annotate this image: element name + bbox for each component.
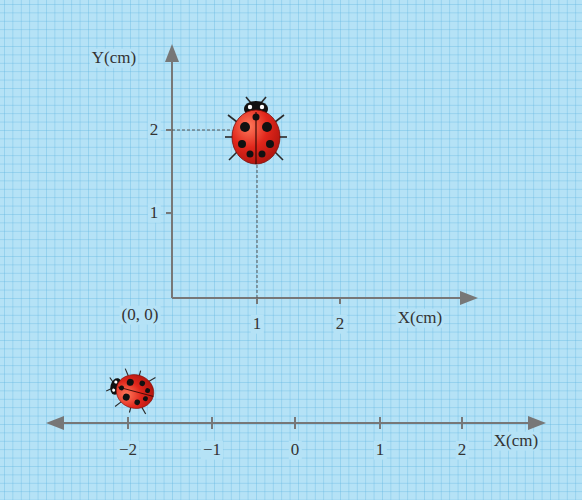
plane-axes: [165, 44, 478, 305]
tick-label: 0: [289, 441, 302, 460]
ladybug: [225, 97, 287, 164]
tick-label: −1: [201, 441, 223, 460]
origin-label: (0, 0): [120, 306, 161, 325]
number-line: [46, 416, 546, 430]
ladybug: [102, 363, 159, 417]
tick-label: 2: [334, 315, 347, 334]
axis-label: X(cm): [492, 432, 540, 451]
tick-label: 2: [148, 121, 161, 140]
tick-label: 2: [456, 441, 469, 460]
axis-label: Y(cm): [90, 49, 138, 68]
axis-label: X(cm): [396, 309, 444, 328]
tick-label: 1: [374, 441, 387, 460]
tick-label: 1: [251, 315, 264, 334]
tick-label: 1: [148, 204, 161, 223]
tick-label: −2: [117, 441, 139, 460]
